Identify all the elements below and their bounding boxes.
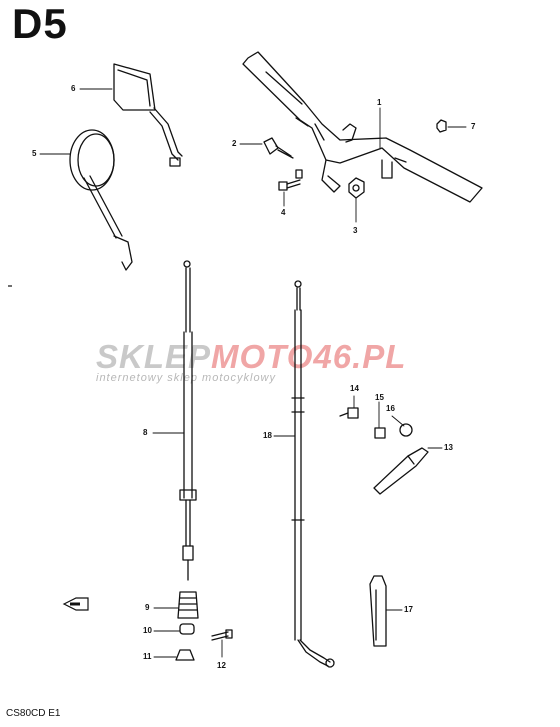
- mirror-part-6: [113, 63, 183, 167]
- cap-part-10: [179, 623, 195, 635]
- watermark-tagline: internetowy sklep motocyklowy: [96, 372, 277, 384]
- watermark-brand-part2: MOTO46.PL: [211, 338, 407, 375]
- callout-18: 18: [263, 431, 272, 440]
- throttle-cable-part-8: [179, 260, 197, 581]
- bolt-part-14: [339, 407, 359, 419]
- callout-11: 11: [143, 652, 152, 661]
- nut-part-3: [348, 177, 365, 199]
- washer-part-15: [374, 427, 386, 439]
- callout-3: 3: [353, 226, 358, 235]
- watermark-brand: SKLEPMOTO46.PL: [96, 338, 406, 376]
- handlebar: [242, 51, 483, 203]
- callout-1: 1: [377, 98, 382, 107]
- callout-5: 5: [32, 149, 37, 158]
- callout-2: 2: [232, 139, 237, 148]
- screw-part-12: [211, 629, 233, 641]
- callout-14: 14: [350, 384, 359, 393]
- arrow-left-icon: [62, 597, 89, 611]
- grip-part-17: [369, 575, 387, 647]
- callout-4: 4: [281, 208, 286, 217]
- callout-10: 10: [143, 626, 152, 635]
- cap-part-7: [436, 119, 447, 133]
- bolt-part-2: [263, 137, 294, 159]
- callout-17: 17: [404, 605, 413, 614]
- callout-16: 16: [386, 404, 395, 413]
- lever-part-13: [373, 447, 429, 495]
- callout-6: 6: [71, 84, 76, 93]
- model-code: CS80CD E1: [6, 708, 61, 719]
- page-title: D5: [12, 0, 68, 47]
- cable-part-18: [291, 280, 335, 668]
- callout-9: 9: [145, 603, 150, 612]
- callout-15: 15: [375, 393, 384, 402]
- spring-part-9: [177, 591, 199, 619]
- leader-lines: [39, 88, 467, 658]
- cap-part-11: [175, 649, 195, 661]
- callout-7: 7: [471, 122, 476, 131]
- watermark-brand-part1: SKLEP: [96, 338, 212, 375]
- callout-12: 12: [217, 661, 226, 670]
- ring-part-16: [399, 423, 413, 437]
- bolt-part-4: [278, 169, 303, 191]
- mirror-part-5: [69, 129, 133, 271]
- callout-8: 8: [143, 428, 148, 437]
- callout-13: 13: [444, 443, 453, 452]
